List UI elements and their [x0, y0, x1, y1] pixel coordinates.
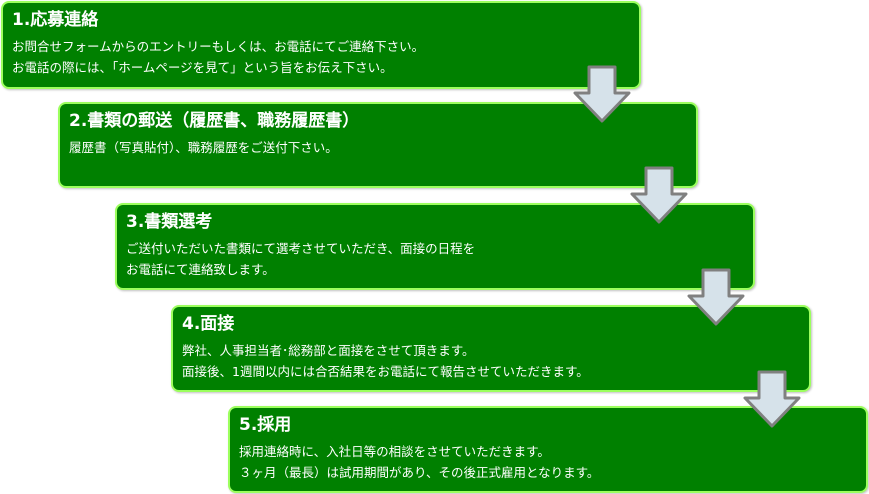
- step-3-title: 3.書類選考: [126, 212, 213, 232]
- step-5-text-line-2: ３ヶ月（最長）は試用期間があり、その後正式雇用となります。: [239, 465, 600, 480]
- step-4-text-line-1: 弊社、人事担当者･総務部と面接をさせて頂きます。: [182, 343, 475, 358]
- step-1-text-line-1: お問合せフォームからのエントリーもしくは、お電話にてご連絡下さい。: [12, 39, 425, 54]
- step-5-title: 5.採用: [239, 415, 292, 435]
- step-2-text-line-1: 履歴書（写真貼付）、職務履歴をご送付下さい。: [69, 140, 338, 155]
- step-3-box: 3.書類選考 ご送付いただいた書類にて選考させていただき、面接の日程を お電話に…: [115, 203, 755, 290]
- step-4-text-line-2: 面接後、1週間以内には合否結果をお電話にて報告させていただきます。: [182, 364, 589, 379]
- step-3-text-line-1: ご送付いただいた書類にて選考させていただき、面接の日程を: [126, 241, 476, 256]
- down-arrow-icon: [687, 268, 745, 326]
- step-1-text-line-2: お電話の際には、「ホームページを見て」という旨をお伝え下さい。: [12, 60, 393, 75]
- step-5-text-line-1: 採用連絡時に、入社日等の相談をさせていただきます。: [239, 444, 550, 459]
- step-1-box: 1.応募連絡 お問合せフォームからのエントリーもしくは、お電話にてご連絡下さい。…: [1, 1, 641, 89]
- step-4-title: 4.面接: [182, 314, 235, 334]
- down-arrow-icon: [630, 166, 688, 224]
- step-3-text-line-2: お電話にて連絡致します。: [126, 262, 275, 277]
- step-1-title: 1.応募連絡: [12, 10, 99, 30]
- down-arrow-icon: [743, 370, 801, 428]
- step-2-title: 2.書類の郵送（履歴書、職務履歴書）: [69, 111, 360, 131]
- down-arrow-icon: [573, 65, 631, 123]
- step-2-box: 2.書類の郵送（履歴書、職務履歴書） 履歴書（写真貼付）、職務履歴をご送付下さい…: [58, 102, 698, 188]
- step-4-box: 4.面接 弊社、人事担当者･総務部と面接をさせて頂きます。 面接後、1週間以内に…: [171, 305, 811, 392]
- step-5-box: 5.採用 採用連絡時に、入社日等の相談をさせていただきます。 ３ヶ月（最長）は試…: [228, 406, 868, 493]
